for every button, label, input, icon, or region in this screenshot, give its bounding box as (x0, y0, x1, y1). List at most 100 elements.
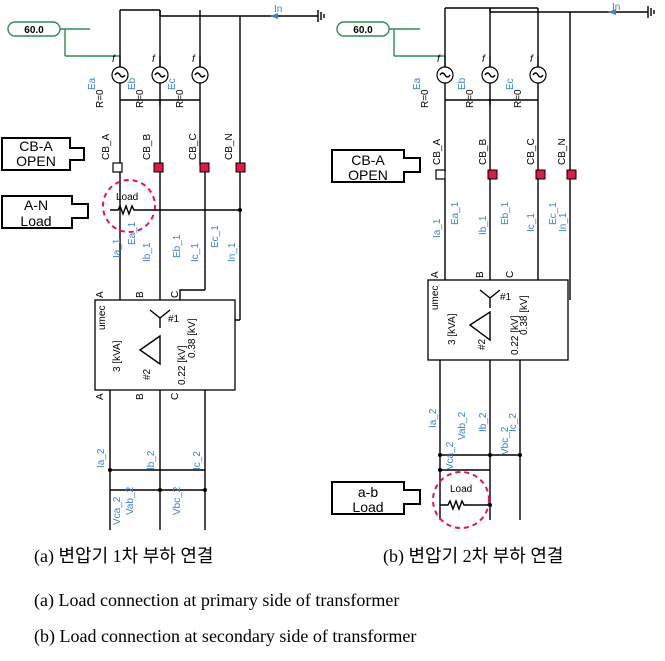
panel-a: 60.0 In f f f Ea Eb Ec R=0 R=0 R=0 (1, 4, 325, 530)
generators-b: f f f (436, 54, 547, 105)
svg-text:Ec: Ec (505, 78, 516, 90)
top-wires-a (119, 9, 201, 68)
svg-text:Ic_2: Ic_2 (508, 413, 519, 432)
neutral-arrow-a (270, 13, 278, 19)
svg-text:Ib_1: Ib_1 (478, 215, 489, 235)
callout-ab-load: a-b Load (331, 481, 421, 515)
breaker-label-c: CB_C (188, 133, 199, 160)
svg-text:Ic_2: Ic_2 (192, 451, 203, 470)
svg-text:CB_A: CB_A (432, 139, 443, 165)
svg-text:A-N: A-N (24, 197, 48, 213)
svg-text:C: C (170, 393, 181, 400)
breaker-c-closed (199, 162, 210, 173)
frequency-wires (60, 28, 201, 68)
phase-wires-upper-a (119, 100, 201, 165)
svg-text:Vab_2: Vab_2 (125, 486, 136, 515)
svg-text:Vca_2: Vca_2 (112, 496, 123, 525)
gen-label-eb-a: Eb (127, 77, 138, 90)
frequency-value: 60.0 (24, 25, 44, 36)
svg-text:Load: Load (450, 484, 472, 495)
svg-text:Ia_2: Ia_2 (428, 408, 439, 428)
meter-ea1: Ea_1 (127, 221, 138, 245)
svg-text:CB_C: CB_C (526, 138, 537, 165)
svg-text:f: f (482, 54, 486, 65)
load-resistor-b (440, 499, 490, 511)
meter-eb1: Eb_1 (172, 234, 183, 258)
svg-text:Ea: Ea (412, 77, 423, 90)
secondary-wires-a (109, 390, 206, 530)
transformer-b (427, 279, 569, 361)
breaker-label-a: CB_A (101, 134, 112, 160)
ground-symbol-a (310, 10, 325, 22)
breaker-label-b: CB_B (142, 134, 153, 160)
svg-text:3 [kVA]: 3 [kVA] (112, 340, 123, 372)
svg-text:0.38 [kV]: 0.38 [kV] (519, 295, 530, 335)
callout-cb-a-open-b: CB-A OPEN (331, 149, 421, 183)
svg-text:3 [kVA]: 3 [kVA] (447, 313, 458, 345)
svg-text:Vab_2: Vab_2 (457, 411, 468, 440)
svg-text:Load: Load (352, 499, 383, 515)
svg-text:CB_B: CB_B (478, 139, 489, 165)
meter-ec1: Ec_1 (210, 225, 221, 248)
svg-text:Vca_2: Vca_2 (445, 441, 456, 470)
transformer-a (94, 299, 236, 391)
meter-in1: In_1 (227, 242, 238, 262)
svg-text:B: B (135, 291, 146, 298)
neutral-top-wire-a (159, 10, 310, 17)
svg-text:#2: #2 (477, 338, 488, 350)
svg-text:f: f (152, 54, 156, 65)
svg-text:umec: umec (97, 306, 108, 330)
wye-symbol-a (149, 309, 171, 328)
svg-text:Ec_1: Ec_1 (548, 202, 559, 225)
r0-label-1-a: R=0 (95, 89, 106, 108)
svg-text:Ib_2: Ib_2 (146, 450, 157, 470)
svg-text:CB-A: CB-A (19, 138, 53, 154)
phase-wires-lower-a (119, 172, 241, 321)
svg-text:Ea_1: Ea_1 (450, 201, 461, 225)
load-highlight-b (432, 471, 490, 529)
neutral-label-a: In (274, 4, 282, 15)
svg-text:In: In (612, 2, 620, 13)
svg-text:f: f (437, 54, 441, 65)
delta-symbol-a (138, 334, 161, 366)
caption-a-english: (a) Load connection at primary side of t… (34, 590, 400, 610)
breaker-n-closed (235, 162, 246, 173)
breaker-b-closed (153, 162, 164, 173)
svg-text:f: f (192, 54, 196, 65)
gen-label-ea-a: Ea (87, 77, 98, 90)
caption-a-korean: (a) 변압기 1차 부하 연결 (34, 546, 214, 566)
svg-text:Ia_1: Ia_1 (432, 218, 443, 238)
svg-text:60.0: 60.0 (353, 25, 373, 36)
svg-text:B: B (475, 271, 486, 278)
generators-a: f f f (111, 54, 209, 105)
svg-text:#1: #1 (500, 292, 512, 303)
svg-text:f: f (112, 54, 116, 65)
svg-text:f: f (530, 54, 534, 65)
caption-b-english: (b) Load connection at secondary side of… (34, 626, 417, 646)
svg-text:R=0: R=0 (420, 89, 431, 108)
r0-label-2-a: R=0 (135, 89, 146, 108)
svg-text:A: A (95, 291, 106, 298)
svg-text:0.22 [kV]: 0.22 [kV] (510, 315, 521, 355)
load-resistor-a (110, 204, 240, 216)
svg-text:In_1: In_1 (558, 212, 569, 232)
svg-text:Eb: Eb (457, 77, 468, 90)
svg-text:A: A (95, 393, 106, 400)
load-label-a: Load (116, 192, 138, 203)
meter-ia1: Ia_1 (112, 238, 123, 258)
breaker-a-open (112, 162, 123, 173)
meter-ic1: Ic_1 (190, 243, 201, 262)
svg-text:Ic_1: Ic_1 (526, 213, 537, 232)
svg-text:R=0: R=0 (465, 89, 476, 108)
svg-text:Ia_2: Ia_2 (96, 448, 107, 468)
svg-text:#1: #1 (168, 314, 180, 325)
svg-text:Load: Load (20, 213, 51, 229)
meter-ib1: Ib_1 (142, 242, 153, 262)
callout-an-load: A-N Load (1, 195, 89, 229)
svg-text:A: A (430, 271, 441, 278)
breaker-a-open-b (435, 169, 446, 180)
svg-text:OPEN: OPEN (16, 153, 56, 169)
svg-text:0.22 [kV]: 0.22 [kV] (177, 345, 188, 385)
svg-text:R=0: R=0 (513, 89, 524, 108)
